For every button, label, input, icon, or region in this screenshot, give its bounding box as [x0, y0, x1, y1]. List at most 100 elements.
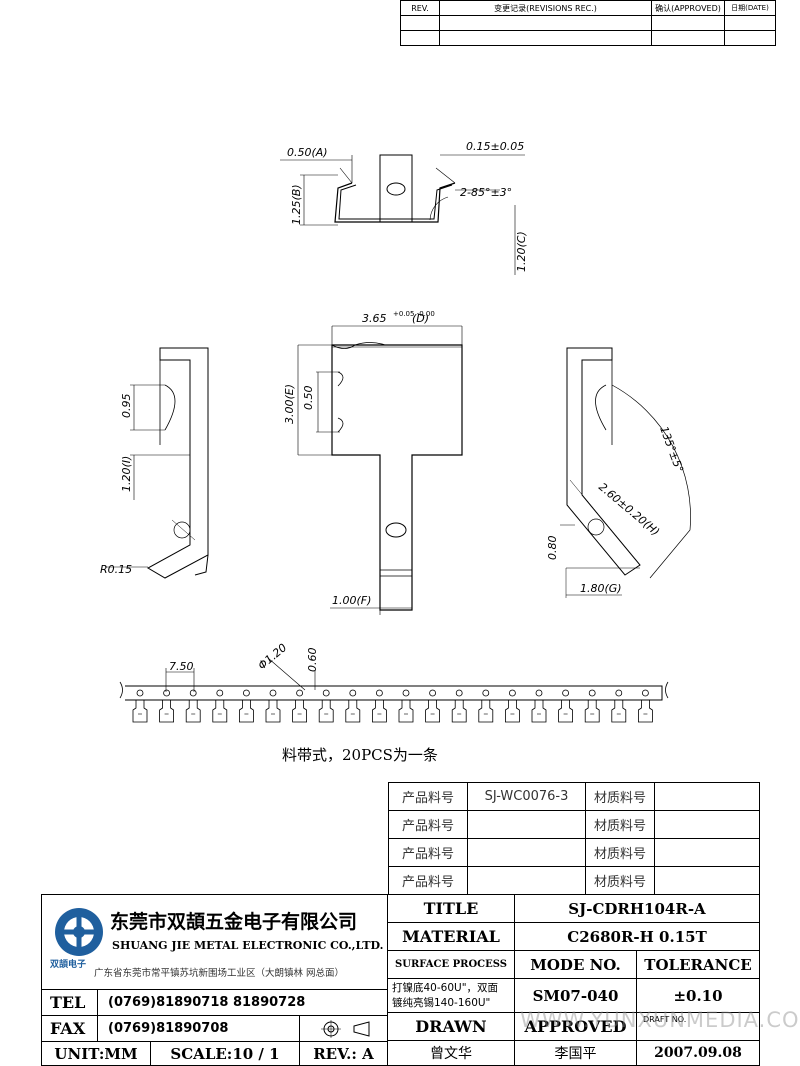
- material-number-value: [654, 810, 760, 839]
- dim-0-60: 0.60: [306, 648, 319, 673]
- dim-1-20-c: 1.20(C): [515, 231, 528, 272]
- drawn-value: 曾文华: [387, 1040, 515, 1066]
- strip-pilot-hole: [562, 689, 569, 697]
- title-value: SJ-CDRH104R-A: [514, 894, 760, 923]
- top-view: [280, 154, 525, 275]
- strip-pilot-hole: [535, 689, 543, 697]
- dim-0-50: 0.50: [302, 386, 315, 411]
- right-side-view: [560, 347, 691, 598]
- strip-pilot-hole: [269, 689, 277, 697]
- strip-piece: [584, 700, 600, 723]
- strip-piece: [132, 700, 148, 723]
- dim-0-15: 0.15±0.05: [466, 140, 524, 153]
- part-number-label: 产品料号: [388, 838, 468, 867]
- material-number-label: 材质料号: [585, 810, 655, 839]
- strip-pilot-hole: [588, 689, 596, 697]
- dim-angle-85: 2-85°±3°: [460, 186, 512, 199]
- tel-label: TEL: [41, 989, 98, 1016]
- projection-symbol-cell: [299, 1015, 388, 1042]
- dim-1-00-f: 1.00(F): [332, 594, 371, 607]
- strip-piece: [159, 700, 174, 723]
- dim-angle-135: 135°±5°: [657, 425, 686, 475]
- dim-phi-1-20: Φ1.20: [256, 641, 290, 672]
- dim-1-25-b: 1.25(B): [290, 184, 303, 225]
- company-block: 双頡电子 东莞市双頡五金电子有限公司 SHUANG JIE METAL ELEC…: [41, 894, 388, 990]
- strip-pilot-hole: [163, 689, 171, 697]
- strip-pilot-hole: [455, 689, 463, 697]
- scale-label: SCALE:10 / 1: [150, 1041, 300, 1066]
- strip-piece: [531, 700, 547, 723]
- material-number-value: [654, 866, 760, 895]
- mode-no-label: MODE NO.: [514, 950, 637, 979]
- strip-piece: [212, 700, 228, 723]
- dim-1-80-g: 1.80(G): [580, 582, 622, 595]
- part-number-label: 产品料号: [388, 866, 468, 895]
- rev-label: REV.: A: [299, 1041, 388, 1066]
- dim-3-00-e: 3.00(E): [283, 384, 296, 424]
- part-number-label: 产品料号: [388, 782, 468, 811]
- dim-0-50-a: 0.50(A): [287, 146, 328, 159]
- carrier-strip: [119, 681, 669, 723]
- strip-piece: [265, 700, 281, 723]
- material-number-label: 材质料号: [585, 782, 655, 811]
- strip-pilot-hole: [375, 689, 383, 697]
- strip-piece: [558, 700, 573, 723]
- strip-piece: [398, 700, 414, 723]
- strip-pilot-hole: [509, 689, 516, 697]
- logo-text: 双頡电子: [50, 960, 87, 970]
- material-number-label: 材质料号: [585, 838, 655, 867]
- dim-0-80: 0.80: [546, 536, 559, 561]
- date-cell: [724, 30, 776, 46]
- strip-piece: [239, 700, 254, 723]
- strip-piece: [372, 700, 387, 723]
- strip-pilot-hole: [216, 689, 224, 697]
- dim-7-50: 7.50: [169, 660, 194, 673]
- strip-pilot-hole: [136, 689, 144, 697]
- part-number-label: 产品料号: [388, 810, 468, 839]
- left-side-view: [105, 347, 209, 579]
- front-view: [297, 325, 463, 615]
- title-label: TITLE: [387, 894, 515, 923]
- surface-process-value: 打镍底40-60U"，双面 镀纯亮锡140-160U": [387, 978, 515, 1013]
- strip-band: [125, 685, 663, 701]
- dim-3-65: 3.65: [362, 312, 387, 325]
- strip-piece: [292, 700, 307, 723]
- strip-piece: [345, 700, 361, 723]
- date-value: 2007.09.08: [636, 1040, 760, 1066]
- strip-pilot-hole: [296, 689, 304, 697]
- material-value: C2680R-H 0.15T: [514, 922, 760, 951]
- dim-2-60-h: 2.60±0.20(H): [596, 480, 662, 538]
- company-name-cn: 东莞市双頡五金电子有限公司: [110, 911, 358, 933]
- strip-pilot-hole: [642, 689, 649, 697]
- company-name-en: SHUANG JIE METAL ELECTRONIC CO.,LTD.: [112, 939, 384, 952]
- strip-pilot-hole: [322, 689, 330, 697]
- strip-pilot-hole: [429, 689, 437, 697]
- strip-piece: [185, 700, 201, 723]
- strip-piece: [611, 700, 627, 723]
- tolerance-label: TOLERANCE: [636, 950, 760, 979]
- fax-value: (0769)81890708: [97, 1015, 300, 1042]
- dim-0-95: 0.95: [120, 394, 133, 419]
- strip-piece: [478, 700, 494, 723]
- company-logo: [55, 908, 103, 956]
- strip-pilot-hole: [482, 689, 490, 697]
- material-number-label: 材质料号: [585, 866, 655, 895]
- dim-r0-15: R0.15: [100, 563, 132, 576]
- company-address: 广东省东莞市常平镇苏坑新围场工业区（大朗镇林 网总面）: [94, 968, 345, 979]
- watermark: WWW.YUNXUNMEDIA.COM: [520, 1008, 800, 1032]
- strip-pilot-hole: [402, 689, 410, 697]
- strip-piece: [505, 700, 520, 723]
- part-number-value: [467, 866, 586, 895]
- part-number-value: SJ-WC0076-3: [467, 782, 586, 811]
- strip-pilot-hole: [189, 689, 197, 697]
- strip-pilot-hole: [349, 689, 357, 697]
- material-label: MATERIAL: [387, 922, 515, 951]
- reel-note: 料带式，20PCS为一条: [282, 746, 438, 764]
- part-number-value: [467, 838, 586, 867]
- dim-3-65-ref: (D): [412, 312, 429, 325]
- part-number-value: [467, 810, 586, 839]
- projection-symbol-icon: [320, 1019, 369, 1038]
- surface-line-1: 打镍底40-60U"，双面: [392, 981, 499, 994]
- dim-1-20-i: 1.20(I): [120, 456, 133, 492]
- approved-value: 李国平: [514, 1040, 637, 1066]
